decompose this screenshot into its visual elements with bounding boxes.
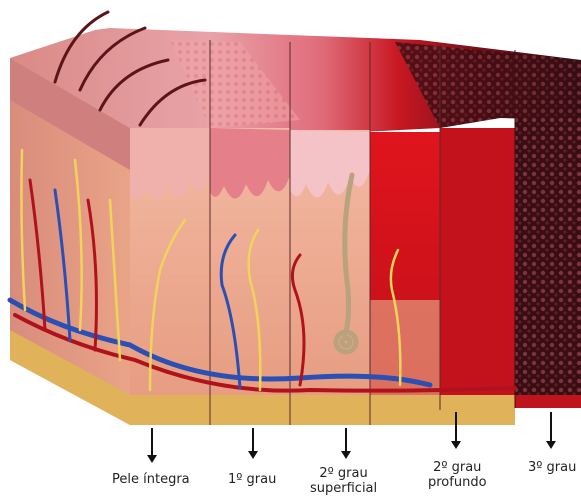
third-degree-base xyxy=(515,395,581,408)
label-second-deep: 2º grau profundo xyxy=(428,460,487,490)
slab-deep-transition xyxy=(440,128,515,400)
arrow-down-icon xyxy=(455,412,457,442)
label-second-superficial: 2º grau superficial xyxy=(310,466,377,496)
label-line: superficial xyxy=(310,481,377,496)
arrow-down-icon xyxy=(151,428,153,456)
intact-epidermis xyxy=(130,128,210,200)
hypodermis-layer xyxy=(130,395,515,425)
label-line: 2º grau xyxy=(319,466,367,481)
label-line: profundo xyxy=(428,475,487,490)
label-intact-skin: Pele íntegra xyxy=(112,472,190,487)
label-first-degree: 1º grau xyxy=(228,472,276,487)
slab-third-degree xyxy=(515,118,581,408)
arrow-down-icon xyxy=(550,412,552,442)
arrow-down-icon xyxy=(252,428,254,452)
first-degree-epidermis xyxy=(210,128,290,199)
label-line: 2º grau xyxy=(433,460,481,475)
label-third-degree: 3º grau xyxy=(528,460,576,475)
arrow-down-icon xyxy=(345,428,347,452)
